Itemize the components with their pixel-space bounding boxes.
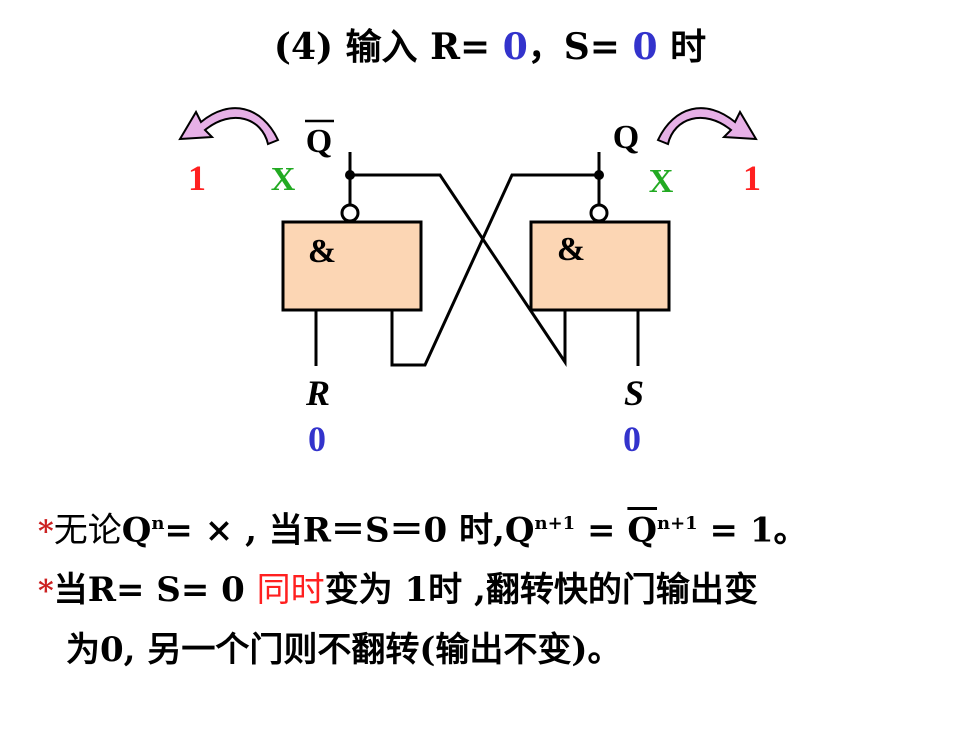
right-feedback-wire [390, 173, 599, 367]
bullet-line-2: *当R= S= 0 同时变为 1时 ,翻转快的门输出变 [38, 561, 958, 621]
line2-text-a: 当R= S= 0 [53, 570, 257, 611]
left-feedback-wire [350, 173, 567, 367]
left-x-mark: X [271, 161, 296, 198]
bullet-star-icon: * [38, 514, 54, 550]
right-nand-gate [529, 220, 671, 312]
right-prev-value: 1 [743, 158, 761, 198]
bullet-line-1: *无论Qn= × , 当R＝S＝0 时,Qn+1 = Qn+1 = 1。 [38, 495, 958, 561]
line1-q2-sup: n+1 [534, 513, 576, 534]
title-r-value: 0 [502, 26, 528, 68]
line1-text-b: = × , 当R＝S＝0 时, [164, 510, 505, 551]
r-input-value: 0 [308, 419, 326, 459]
r-input-label: R [305, 373, 330, 413]
title-suffix: 时 [657, 26, 707, 68]
title-s-value: 0 [632, 26, 658, 68]
left-inversion-bubble [340, 203, 360, 223]
title-mid: ，S= [527, 26, 633, 68]
line1-q-sup: n [151, 513, 165, 534]
bullet-line-3: 为0, 另一个门则不翻转(输出不变)。 [66, 630, 622, 671]
s-input-value: 0 [623, 419, 641, 459]
line1-text-d: = 1。 [697, 510, 808, 551]
right-curved-arrow-icon [656, 107, 758, 146]
line2-highlight: 同时 [256, 570, 325, 611]
s-input-label: S [624, 373, 644, 413]
left-prev-value: 1 [188, 158, 206, 198]
right-gate-symbol: & [557, 231, 585, 268]
line2-text-b: 变为 1时 ,翻转快的门输出变 [324, 570, 758, 611]
right-x-mark: X [649, 163, 674, 200]
explanation-bullets: *无论Qn= × , 当R＝S＝0 时,Qn+1 = Qn+1 = 1。 *当R… [38, 495, 958, 679]
line1-qbar-sup: n+1 [657, 513, 698, 534]
right-inversion-bubble [589, 203, 609, 223]
line1-text-c: = [575, 510, 628, 551]
line1-qbar: Q [627, 510, 658, 551]
bullet-star-icon: * [38, 574, 54, 610]
line1-text-a: 无论 [53, 510, 122, 551]
left-nand-gate [281, 220, 423, 312]
left-output-label: Q [306, 123, 332, 160]
left-curved-arrow-icon [178, 107, 280, 146]
right-output-label: Q [613, 119, 639, 156]
title-prefix: (4) 输入 R= [273, 26, 503, 68]
rs-latch-diagram: Q Q 1 X X 1 & & R S 0 0 [178, 107, 761, 459]
page-title: (4) 输入 R= 0，S= 0 时 [0, 18, 980, 70]
left-gate-symbol: & [308, 233, 336, 270]
line1-q: Q [121, 510, 152, 551]
line1-q2: Q [504, 510, 535, 551]
